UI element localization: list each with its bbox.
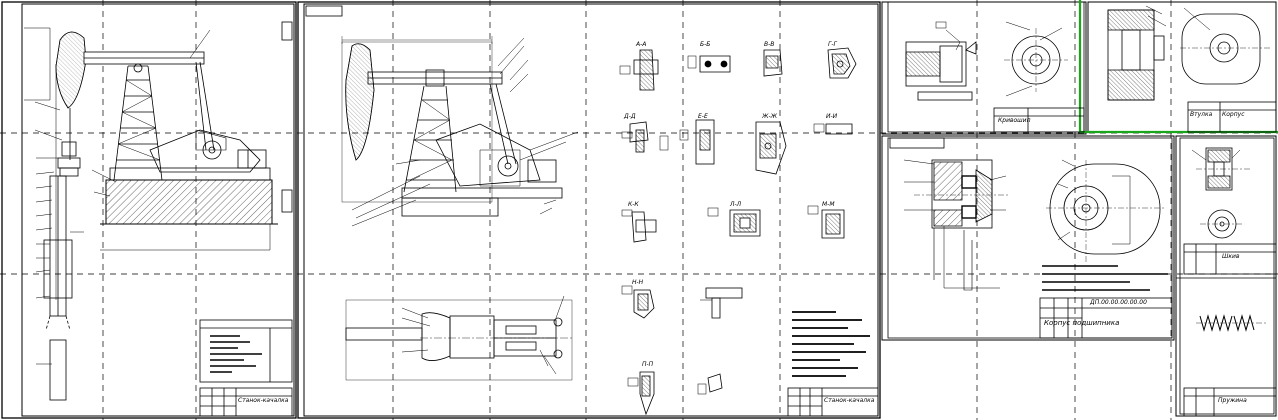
section-label: К-К <box>628 201 639 208</box>
sheet1-title-block: Станок-качалка <box>238 397 289 404</box>
sheet4-title-block: Втулка <box>1190 111 1213 118</box>
pump-jack-assembly <box>305 5 879 417</box>
bushing-drawing <box>1107 5 1277 133</box>
pulley-drawing <box>1183 147 1277 275</box>
section-label: П-П <box>642 361 654 368</box>
bearing-housing-drawing <box>889 137 1173 339</box>
section-label: А-А <box>636 41 647 48</box>
section-label: И-И <box>826 113 838 120</box>
section-label: Б-Б <box>700 41 711 48</box>
sheet7-title-block: Корпус <box>1222 111 1245 118</box>
section-label: М-М <box>822 201 835 208</box>
spring-drawing <box>1183 314 1277 417</box>
sheet8-title-block: Пружина <box>1218 397 1247 404</box>
section-label: Д-Д <box>624 113 636 120</box>
crank-drawing <box>905 21 1085 133</box>
section-label: Г-Г <box>828 41 837 48</box>
sheet5-title-block: Корпус подшипника <box>1044 319 1120 327</box>
section-label: Е-Е <box>698 113 708 120</box>
section-label: Н-Н <box>632 279 644 286</box>
sheet5-drawing-number: ДП.00.00.00.00.00 <box>1090 299 1147 306</box>
pump-jack-general-view <box>24 21 293 417</box>
sheet6-title-block: Шкив <box>1222 253 1240 260</box>
section-label: В-В <box>764 41 775 48</box>
sheet2-title-block: Станок-качалка <box>824 397 875 404</box>
section-label: Ж-Ж <box>762 113 778 120</box>
section-label: Л-Л <box>730 201 742 208</box>
sheet3-title-block: Кривошип <box>998 117 1031 124</box>
